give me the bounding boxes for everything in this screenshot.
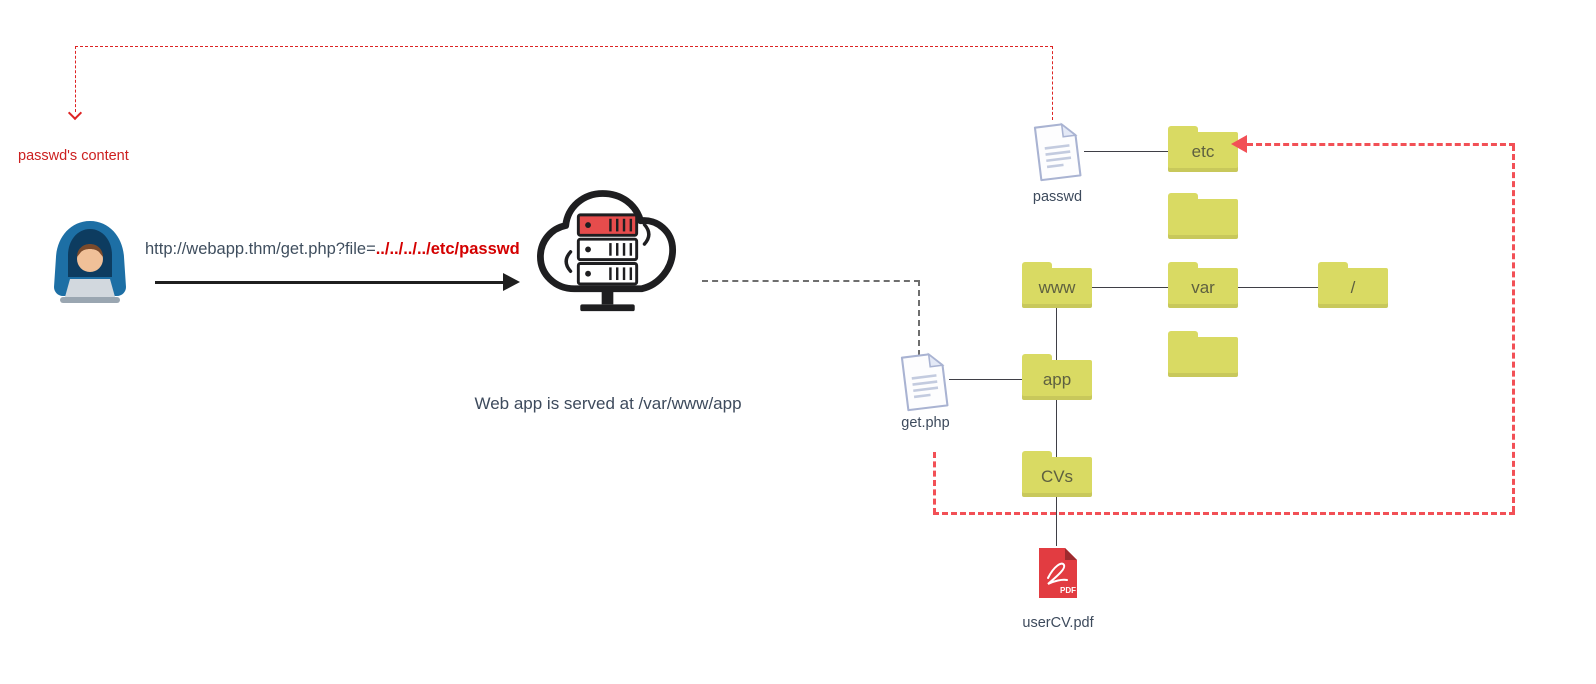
arrow-down-icon — [67, 105, 83, 121]
red-flow-passwd-up — [1052, 46, 1053, 120]
pdf-file-icon: PDF — [1037, 546, 1079, 605]
connector-server-getphp-v — [918, 280, 920, 356]
connector-getphp-app — [949, 379, 1022, 380]
folder-etc-label: etc — [1191, 142, 1215, 161]
traversal-path-right-v — [1512, 145, 1515, 512]
cloud-server-icon — [520, 168, 695, 328]
folder-app: app — [1022, 354, 1092, 400]
get-php-label: get.php — [901, 415, 950, 431]
folder-var-label: var — [1191, 278, 1215, 297]
folder-var: var — [1168, 262, 1238, 308]
traversal-path-start-v — [933, 452, 936, 514]
usercv-label: userCV.pdf — [1022, 615, 1094, 631]
passwd-content-label: passwd's content — [18, 148, 129, 164]
request-arrow-line — [155, 281, 505, 284]
connector-app-cvs — [1056, 400, 1057, 457]
folder-www: www — [1022, 262, 1092, 308]
traversal-path-bottom-h — [933, 512, 1515, 515]
request-arrow-head — [503, 273, 520, 291]
pdf-badge-text: PDF — [1060, 586, 1076, 595]
arrow-left-icon — [1231, 135, 1247, 153]
folder-www-label: www — [1038, 278, 1076, 297]
connector-www-app — [1056, 308, 1057, 360]
red-flow-left-down — [75, 46, 76, 112]
traversal-path-top-h — [1247, 143, 1515, 146]
folder-unnamed-1 — [1168, 193, 1238, 239]
get-php-file-icon — [897, 350, 952, 417]
hacker-icon — [40, 213, 140, 317]
folder-app-label: app — [1042, 370, 1072, 389]
connector-cvs-usercv — [1056, 497, 1057, 546]
red-flow-top — [75, 46, 1053, 47]
passwd-label: passwd — [1032, 189, 1083, 205]
folder-root-label: / — [1350, 278, 1356, 297]
passwd-file-icon — [1030, 120, 1085, 187]
request-url-payload: ../../../../etc/passwd — [375, 240, 520, 258]
connector-passwd-etc — [1084, 151, 1168, 152]
pdf-icon-graphic: PDF — [1039, 548, 1077, 598]
request-url: http://webapp.thm/get.php?file=../../../… — [145, 240, 520, 259]
request-url-prefix: http://webapp.thm/get.php?file= — [145, 240, 376, 258]
document-icon — [1033, 122, 1082, 182]
folder-etc: etc — [1168, 126, 1238, 172]
folder-cvs-label: CVs — [1040, 467, 1074, 486]
document-icon — [900, 352, 949, 412]
cloud-server-graphic — [537, 190, 677, 312]
hacker-icon-graphic — [54, 221, 126, 303]
folder-cvs: CVs — [1022, 451, 1092, 497]
connector-www-var — [1092, 287, 1168, 288]
folder-root: / — [1318, 262, 1388, 308]
connector-server-getphp-h — [702, 280, 920, 282]
connector-var-root — [1238, 287, 1318, 288]
folder-unnamed-2 — [1168, 331, 1238, 377]
server-caption: Web app is served at /var/www/app — [474, 394, 742, 413]
